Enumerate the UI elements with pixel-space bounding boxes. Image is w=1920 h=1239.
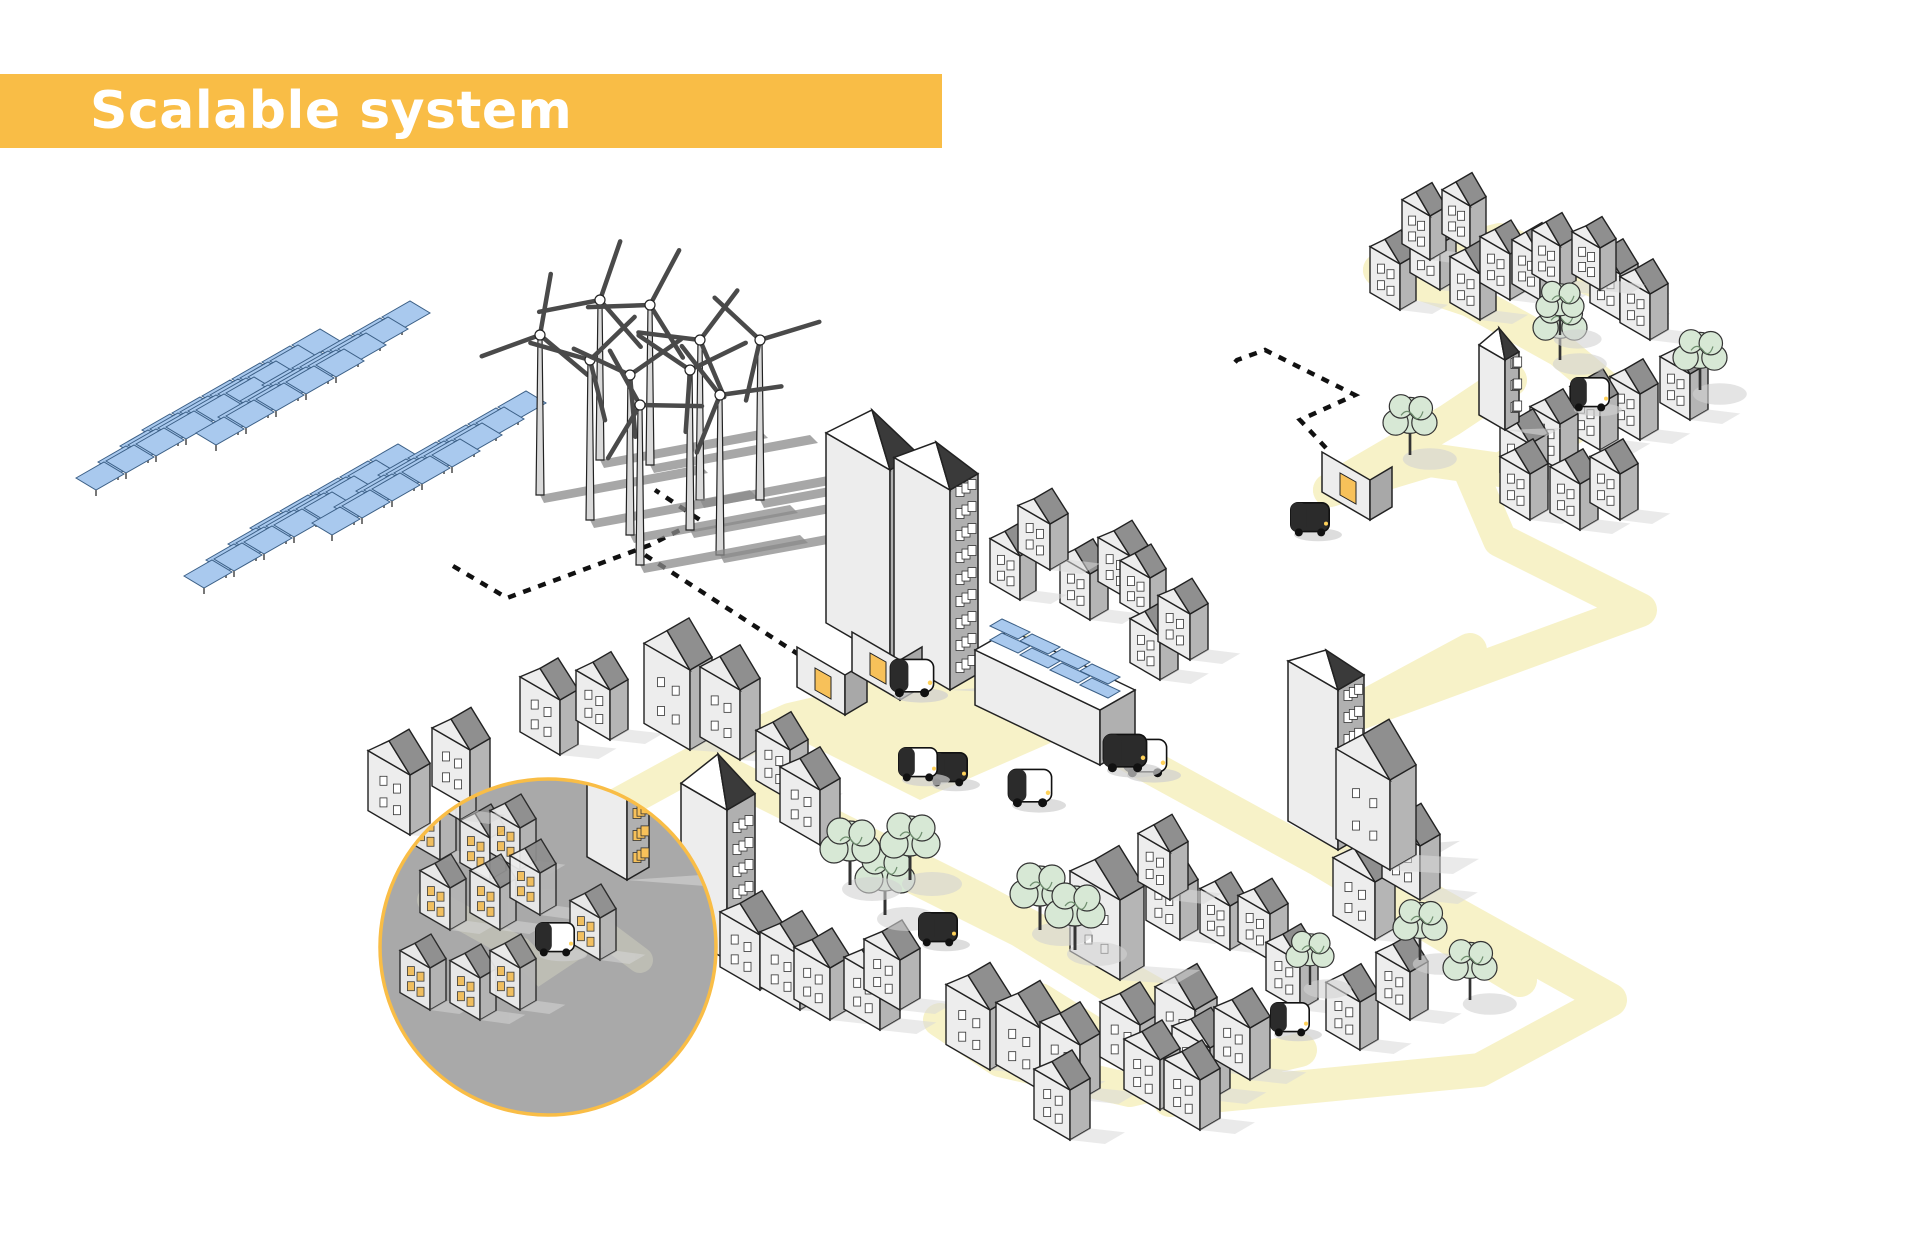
wind-turbine-icon (479, 271, 708, 503)
tower-block-icon (1477, 325, 1561, 436)
tree-icon (854, 847, 937, 931)
tree-icon (1442, 939, 1517, 1015)
house-icon (1570, 215, 1646, 294)
house-icon (1212, 987, 1307, 1084)
autonomous-vehicle-icon (534, 921, 587, 962)
title-text: Scalable system (90, 81, 573, 141)
house-icon (508, 838, 586, 919)
autonomous-vehicle-icon (1270, 1001, 1322, 1042)
tree-icon (1382, 394, 1457, 470)
autonomous-vehicle-icon (1290, 501, 1342, 542)
autonomous-vehicle-icon (1102, 733, 1161, 778)
autonomous-vehicle-icon (917, 911, 970, 952)
tree-icon (1044, 882, 1127, 966)
solar-panel-icon (183, 443, 419, 594)
house-icon (1136, 813, 1222, 904)
house-icon (518, 657, 617, 759)
tree-icon (879, 812, 962, 896)
tree-icon (1285, 930, 1352, 999)
house-icon (418, 853, 496, 934)
solar-field (75, 300, 547, 594)
title-banner: Scalable system (0, 74, 942, 148)
house-icon (1032, 1049, 1125, 1144)
depot-building-icon (1321, 450, 1393, 522)
house-icon (1588, 437, 1671, 524)
house-icon (792, 927, 887, 1024)
house-icon (468, 853, 546, 934)
house-icon (1016, 487, 1101, 574)
solar-panel-icon (311, 390, 547, 541)
lens-border (378, 777, 718, 1117)
tower-block-icon (892, 440, 1098, 696)
house-icon (1324, 962, 1412, 1054)
house-icon (448, 943, 526, 1024)
house-icon (1162, 1039, 1255, 1134)
house-icon (574, 650, 663, 744)
autonomous-vehicle-icon (1007, 768, 1066, 813)
house-icon (1368, 229, 1449, 314)
autonomous-vehicle-icon (1570, 376, 1622, 417)
autonomous-vehicle-icon (897, 746, 950, 787)
house-icon (568, 883, 646, 964)
wind-turbine-icon (636, 333, 858, 538)
solar-panel-icon (75, 328, 341, 496)
tree-icon (819, 817, 902, 901)
house-icon (1498, 437, 1581, 524)
house-icon (862, 919, 955, 1014)
autonomous-vehicle-icon (889, 658, 948, 703)
house-icon (1334, 718, 1479, 874)
solar-panel-icon (195, 300, 431, 451)
wind-farm (479, 239, 928, 573)
tree-icon (1672, 329, 1747, 405)
house-icon (1156, 577, 1241, 664)
house-icon (366, 728, 472, 839)
house-icon (1118, 543, 1196, 624)
wind-turbine-icon (605, 348, 808, 573)
house-icon (488, 933, 566, 1014)
city-blocks (366, 171, 1747, 1144)
house-icon (1530, 211, 1607, 294)
tree-icon (1535, 280, 1602, 349)
night-view-lens (378, 777, 718, 1117)
night-neighbourhood-icon (380, 779, 716, 1115)
